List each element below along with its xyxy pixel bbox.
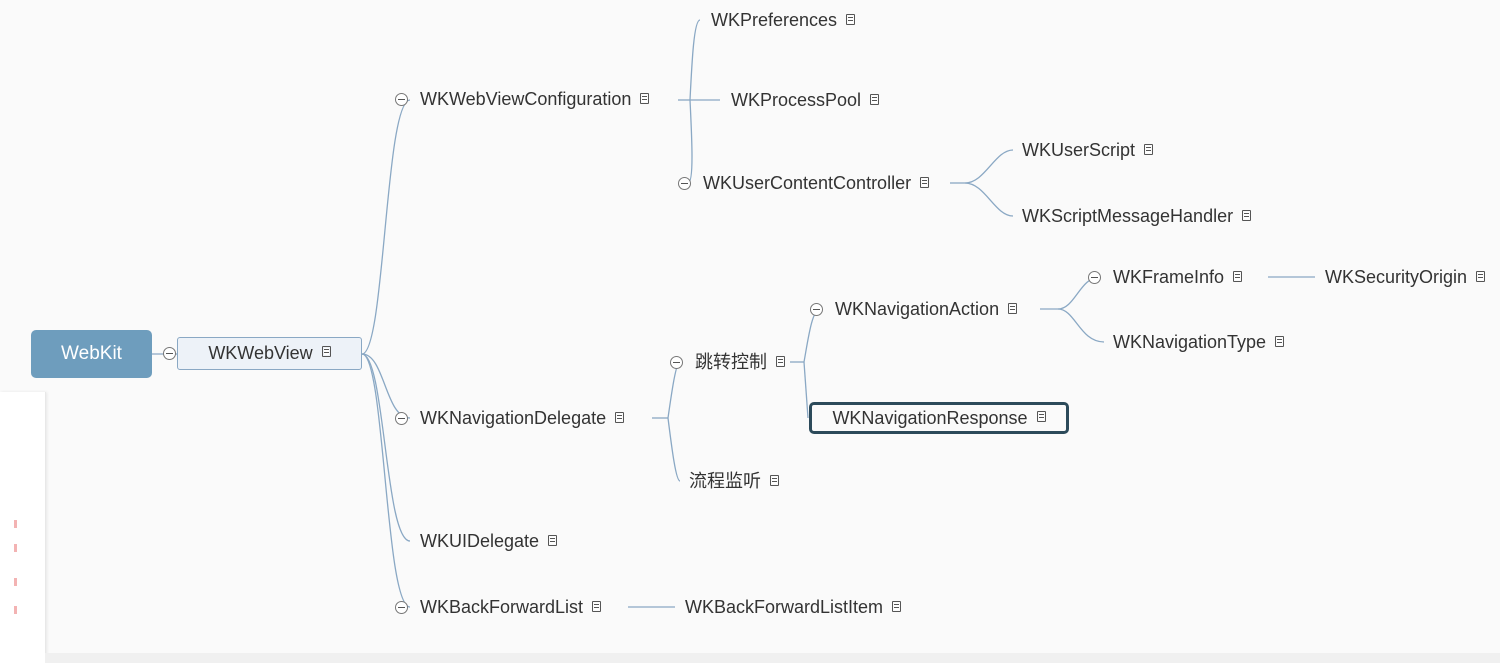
bottom-scroll-area[interactable] xyxy=(45,653,1500,663)
topic-label: WKNavigationResponse xyxy=(832,407,1028,428)
topic-label: WKUIDelegate xyxy=(420,531,540,551)
collapse-toggle-back-forward-list[interactable] xyxy=(395,601,408,614)
note-icon[interactable] xyxy=(776,355,785,367)
collapse-toggle-navigation-delegate[interactable] xyxy=(395,412,408,425)
note-icon[interactable] xyxy=(1233,270,1243,282)
collapse-toggle-navigation-action[interactable] xyxy=(810,303,823,316)
topic-wkprocesspool[interactable]: WKProcessPool xyxy=(731,89,880,111)
collapse-toggle-user-content-controller[interactable] xyxy=(678,177,691,190)
note-icon[interactable] xyxy=(615,411,625,423)
note-icon[interactable] xyxy=(892,600,902,612)
main-topic-label: WKWebView xyxy=(208,343,313,363)
topic-wknavigationdelegate[interactable]: WKNavigationDelegate xyxy=(420,407,625,429)
panel-mark xyxy=(14,606,17,614)
topic-wkbackforwardlist[interactable]: WKBackForwardList xyxy=(420,596,602,618)
topic-label: WKUserContentController xyxy=(703,173,912,193)
topic-wkpreferences[interactable]: WKPreferences xyxy=(711,9,856,31)
note-icon[interactable] xyxy=(1036,410,1046,422)
main-topic-wkwebview[interactable]: WKWebView xyxy=(177,337,362,370)
note-icon[interactable] xyxy=(1476,270,1486,282)
topic-wkscriptmessagehandler[interactable]: WKScriptMessageHandler xyxy=(1022,205,1252,227)
note-icon[interactable] xyxy=(321,346,331,357)
note-icon[interactable] xyxy=(640,92,650,104)
topic-label: WKFrameInfo xyxy=(1113,267,1225,287)
topic-label: 流程监听 xyxy=(689,471,761,491)
topic-wknavigationtype[interactable]: WKNavigationType xyxy=(1113,331,1285,353)
note-icon[interactable] xyxy=(920,176,930,188)
topic-wkuserscript[interactable]: WKUserScript xyxy=(1022,139,1154,161)
panel-mark xyxy=(14,544,17,552)
note-icon[interactable] xyxy=(1242,209,1252,221)
note-icon[interactable] xyxy=(548,534,558,546)
note-icon[interactable] xyxy=(592,600,602,612)
note-icon[interactable] xyxy=(770,474,779,486)
topic-wkusercontentcontroller[interactable]: WKUserContentController xyxy=(703,172,930,194)
topic-label: WKBackForwardListItem xyxy=(685,597,884,617)
collapse-toggle-frame-info[interactable] xyxy=(1088,271,1101,284)
topic-wksecurityorigin[interactable]: WKSecurityOrigin xyxy=(1325,266,1486,288)
panel-mark xyxy=(14,520,17,528)
note-icon[interactable] xyxy=(1275,335,1285,347)
collapse-toggle-root[interactable] xyxy=(163,347,176,360)
topic-wkuidelegate[interactable]: WKUIDelegate xyxy=(420,530,558,552)
side-panel xyxy=(0,392,46,663)
topic-process-monitor[interactable]: 流程监听 xyxy=(689,470,779,492)
topic-label: WKWebViewConfiguration xyxy=(420,89,632,109)
topic-wkframeinfo[interactable]: WKFrameInfo xyxy=(1113,266,1243,288)
topic-label: WKNavigationAction xyxy=(835,299,1000,319)
collapse-toggle-configuration[interactable] xyxy=(395,93,408,106)
topic-wkwebviewconfiguration[interactable]: WKWebViewConfiguration xyxy=(420,88,650,110)
topic-label: WKNavigationDelegate xyxy=(420,408,607,428)
topic-label: WKNavigationType xyxy=(1113,332,1267,352)
topic-label: WKPreferences xyxy=(711,10,838,30)
note-icon[interactable] xyxy=(870,93,880,105)
topic-label: WKProcessPool xyxy=(731,90,862,110)
topic-label: WKScriptMessageHandler xyxy=(1022,206,1234,226)
topic-label: WKUserScript xyxy=(1022,140,1136,160)
topic-jump-control[interactable]: 跳转控制 xyxy=(695,351,785,373)
topic-wknavigationaction[interactable]: WKNavigationAction xyxy=(835,298,1018,320)
topic-label: WKSecurityOrigin xyxy=(1325,267,1468,287)
root-topic-webkit[interactable]: WebKit xyxy=(31,330,152,378)
note-icon[interactable] xyxy=(1144,143,1154,155)
topic-label: WKBackForwardList xyxy=(420,597,584,617)
topic-label: 跳转控制 xyxy=(695,352,767,372)
topic-wknavigationresponse-selected[interactable]: WKNavigationResponse xyxy=(809,402,1069,434)
panel-mark xyxy=(14,578,17,586)
topic-wkbackforwardlistitem[interactable]: WKBackForwardListItem xyxy=(685,596,902,618)
note-icon[interactable] xyxy=(1008,302,1018,314)
collapse-toggle-jump-control[interactable] xyxy=(670,356,683,369)
note-icon[interactable] xyxy=(846,13,856,25)
